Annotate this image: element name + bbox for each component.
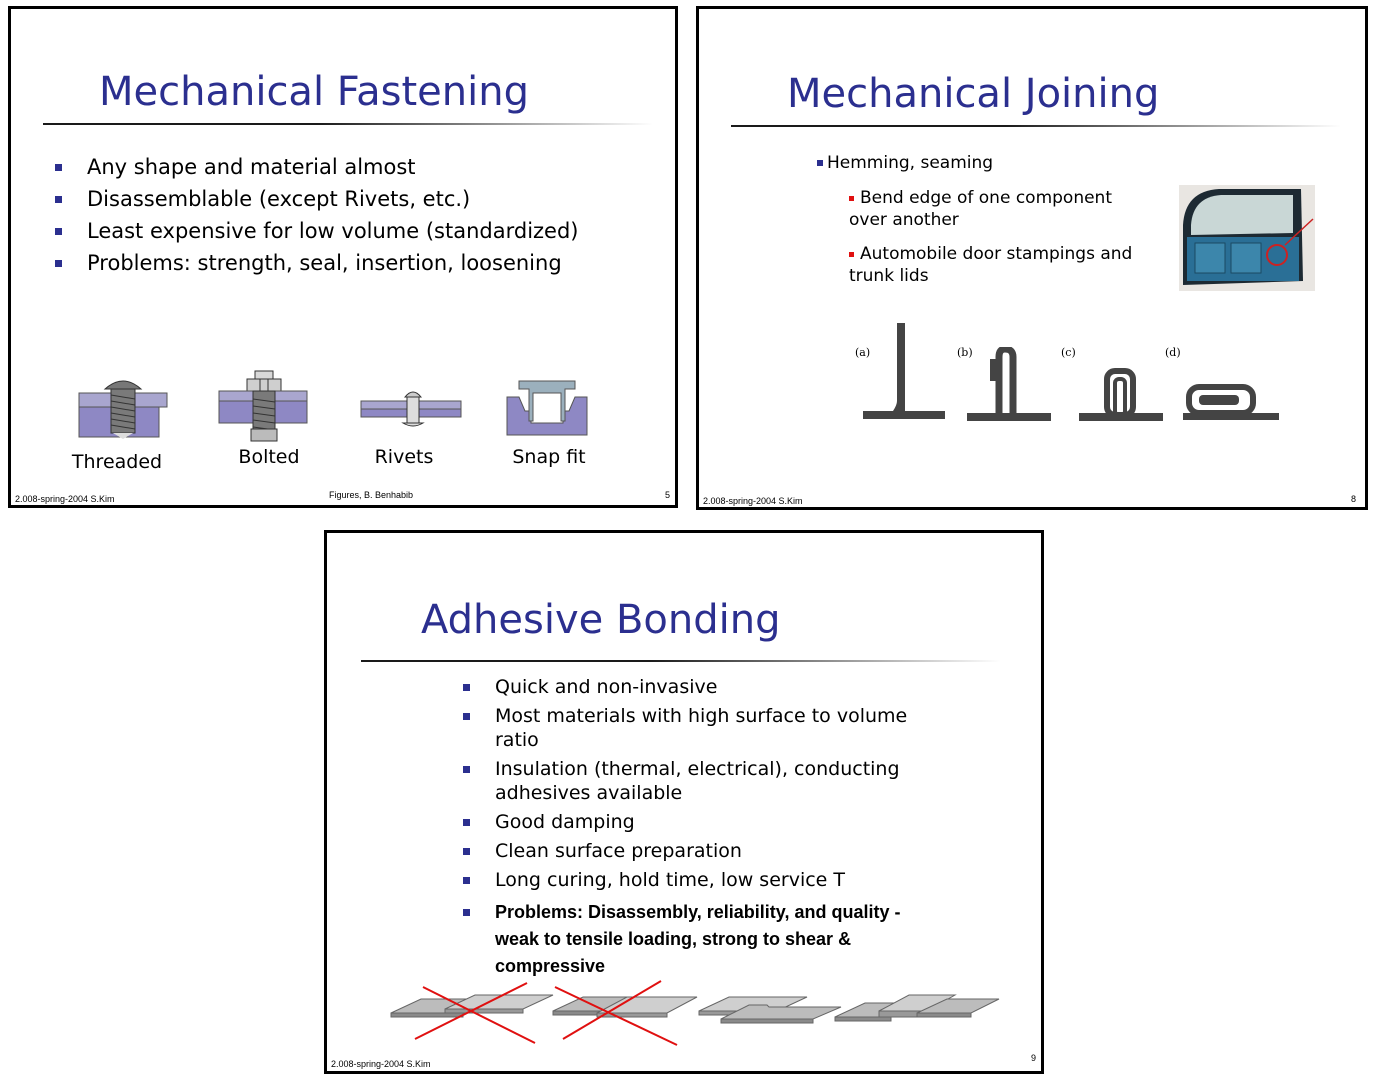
cross-line	[422, 986, 536, 1044]
sub-bullet-item: Bend edge of one component over another	[849, 187, 1139, 231]
bullet-item: Problems: strength, seal, insertion, loo…	[55, 247, 579, 279]
hem-label-d: (d)	[1165, 346, 1181, 359]
cross-line	[554, 986, 678, 1046]
caption-threaded: Threaded	[71, 451, 163, 473]
bullet-item: Insulation (thermal, electrical), conduc…	[463, 757, 933, 805]
bullet-list: Any shape and material almost Disassembl…	[55, 151, 579, 279]
page-number: 5	[665, 490, 671, 500]
bolted-fastener-figure	[218, 370, 308, 442]
bullet-item: Quick and non-invasive	[463, 675, 933, 699]
bullet-item: Disassemblable (except Rivets, etc.)	[55, 183, 579, 215]
bullet-list: Quick and non-invasive Most materials wi…	[463, 675, 933, 980]
hem-profile-d	[1183, 384, 1279, 420]
title-rule	[731, 125, 1341, 127]
bullet-text: Hemming, seaming	[827, 153, 994, 173]
bullet-item: Any shape and material almost	[55, 151, 579, 183]
caption-bolted: Bolted	[238, 446, 300, 468]
cross-line	[562, 980, 662, 1040]
slide-adhesive-bonding: Adhesive Bonding Quick and non-invasive …	[324, 530, 1044, 1074]
slide-title: Mechanical Joining	[787, 71, 1160, 117]
caption-snap-fit: Snap fit	[512, 446, 586, 468]
slide-mechanical-joining: Mechanical Joining Hemming, seaming Bend…	[696, 6, 1368, 510]
slide-title: Adhesive Bonding	[421, 597, 781, 643]
page-number: 9	[1031, 1053, 1037, 1063]
bullet-item: Long curing, hold time, low service T	[463, 868, 933, 892]
sub-bullet-text: Automobile door stampings and trunk lids	[849, 244, 1133, 286]
footer-author: 2.008-spring-2004 S.Kim	[331, 1059, 431, 1069]
bullet-item-bold: Problems: Disassembly, reliability, and …	[463, 899, 945, 980]
sub-bullet-item: Automobile door stampings and trunk lids	[849, 243, 1149, 287]
rivet-fastener-figure	[360, 391, 462, 427]
car-door-photo	[1179, 185, 1315, 291]
slide-mechanical-fastening: Mechanical Fastening Any shape and mater…	[8, 6, 678, 508]
caption-rivets: Rivets	[374, 446, 434, 468]
bullet-item: Least expensive for low volume (standard…	[55, 215, 579, 247]
hem-label-a: (a)	[855, 346, 871, 359]
hem-profile-c	[1079, 368, 1163, 421]
bullet-item: Most materials with high surface to volu…	[463, 704, 933, 752]
bullet-marker	[817, 160, 823, 166]
title-rule	[43, 123, 653, 125]
bullet-item: Hemming, seaming	[817, 153, 993, 173]
hem-profile-a	[863, 323, 945, 419]
title-rule	[361, 660, 1001, 662]
lap-joint-figures	[390, 980, 1000, 1046]
page-number: 8	[1351, 494, 1357, 504]
bullet-item: Good damping	[463, 810, 933, 834]
hem-label-b: (b)	[957, 346, 973, 359]
slide-title: Mechanical Fastening	[99, 69, 529, 115]
sub-bullet-marker	[849, 195, 854, 201]
footer-author: 2.008-spring-2004 S.Kim	[15, 494, 115, 504]
snap-fit-figure	[506, 380, 588, 436]
threaded-fastener-figure	[78, 380, 168, 439]
sub-bullet-text: Bend edge of one component over another	[849, 188, 1112, 230]
bullet-item: Clean surface preparation	[463, 839, 933, 863]
sub-bullet-marker	[849, 251, 854, 257]
footer-author: 2.008-spring-2004 S.Kim	[703, 496, 803, 506]
hem-profile-b	[967, 347, 1051, 421]
footer-credit: Figures, B. Benhabib	[329, 490, 414, 500]
hem-label-c: (c)	[1061, 346, 1076, 359]
